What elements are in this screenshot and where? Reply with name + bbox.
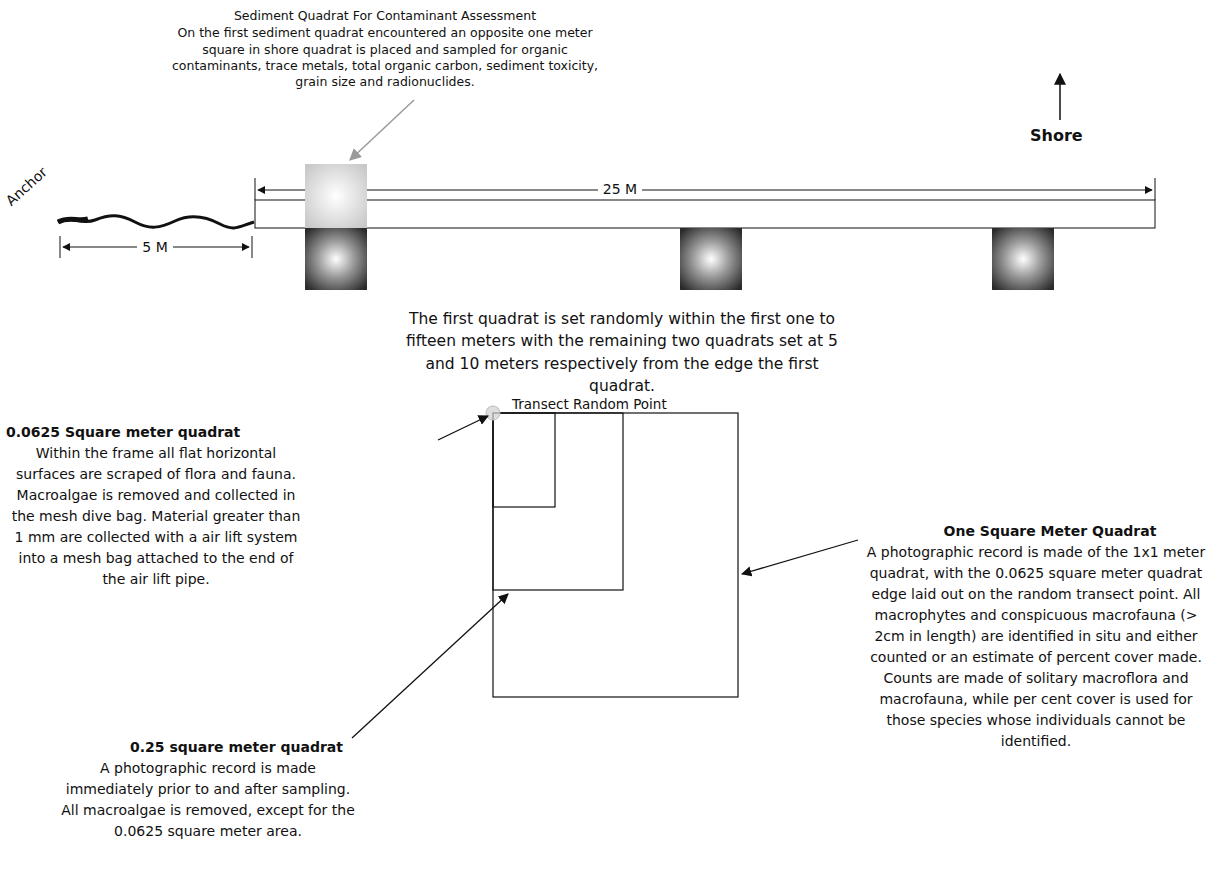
quadrat-heading: 0.0625 Square meter quadrat xyxy=(6,423,306,441)
shore-arrow xyxy=(1059,74,1061,120)
quadrat-heading: One Square Meter Quadrat xyxy=(900,522,1200,540)
sediment-quadrat xyxy=(305,164,367,228)
dimension-tick xyxy=(60,236,61,258)
dimension-label: 25 M xyxy=(598,180,642,198)
leader-line xyxy=(350,100,414,160)
placement-note: The first quadrat is set randomly within… xyxy=(392,308,852,398)
quadrat-note: A photographic record is made immediatel… xyxy=(58,758,358,842)
anchor-rope xyxy=(58,219,88,222)
point-label: Transect Random Point xyxy=(512,396,712,414)
leader-arrow xyxy=(742,540,858,574)
anchor-label: Anchor xyxy=(2,149,66,209)
callout-note: On the first sediment quadrat encountere… xyxy=(170,25,600,90)
quadrat-heading: 0.25 square meter quadrat xyxy=(130,738,370,756)
dimension-tick xyxy=(1155,178,1156,200)
leader-arrow xyxy=(438,416,488,440)
callout-heading: Sediment Quadrat For Contaminant Assessm… xyxy=(170,8,600,24)
quadrat xyxy=(680,228,742,290)
dimension-label: 5 M xyxy=(137,238,172,256)
dimension-line xyxy=(258,190,1152,191)
anchor-rope xyxy=(58,216,254,228)
direction-label: Shore xyxy=(1030,126,1100,147)
leader-arrow xyxy=(352,594,508,738)
quadrat-1m xyxy=(493,413,738,697)
quadrat-00625m xyxy=(493,413,555,507)
quadrat xyxy=(305,228,367,290)
quadrat xyxy=(992,228,1054,290)
transect-tape xyxy=(255,200,1155,228)
quadrat-025m xyxy=(493,413,623,590)
quadrat-note: A photographic record is made of the 1x1… xyxy=(862,542,1210,752)
random-point xyxy=(486,406,500,420)
dimension-tick xyxy=(255,178,256,200)
dimension-tick xyxy=(252,236,253,258)
quadrat-note: Within the frame all flat horizontal sur… xyxy=(10,443,302,590)
